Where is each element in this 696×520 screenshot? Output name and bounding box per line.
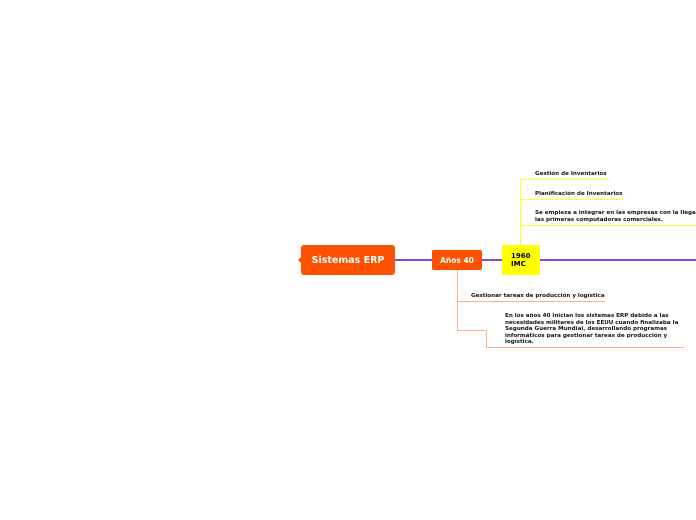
connector-root-anos40: [395, 259, 432, 261]
underline-gestion-inventarios: [520, 179, 610, 180]
branch-1960-vertical: [520, 179, 521, 245]
leaf-integrar-empresas[interactable]: Se empieza a integrar en las empresas co…: [535, 210, 696, 223]
connector-1960-next: [540, 259, 696, 261]
branch-anos40-vertical: [457, 270, 458, 331]
underline-integrar-empresas: [520, 225, 696, 226]
branch-anos40-step: [486, 330, 487, 348]
node-1960-label-line1: 1960: [511, 252, 531, 260]
leaf-anos40-description[interactable]: En los años 40 inician los sistemas ERP …: [505, 313, 679, 346]
root-notch-icon: [298, 257, 301, 263]
leaf-planificacion-inventarios[interactable]: Planificación de Inventarios: [535, 191, 623, 197]
underline-gestionar-tareas: [457, 301, 605, 302]
leaf-gestion-inventarios[interactable]: Gestión de Inventarios: [535, 171, 607, 177]
root-node-sistemas-erp[interactable]: Sistemas ERP: [301, 245, 395, 275]
node-anos-40-label: Años 40: [440, 255, 474, 265]
leaf-integrar-empresas-line1: Se empieza a integrar en las empresas co…: [535, 210, 696, 216]
node-anos-40[interactable]: Años 40: [432, 250, 482, 270]
root-node-label: Sistemas ERP: [311, 254, 385, 266]
leaf-gestionar-tareas[interactable]: Gestionar tareas de producción y logísti…: [471, 293, 605, 299]
branch-anos40-horizontal: [457, 330, 487, 331]
underline-anos40-description: [486, 347, 684, 348]
leaf-integrar-empresas-line2: las primeras computadoras comerciales.: [535, 216, 663, 223]
node-1960-imc[interactable]: 1960 IMC: [502, 245, 540, 275]
connector-anos40-1960: [482, 259, 502, 261]
node-1960-label-line2: IMC: [511, 260, 526, 268]
underline-planificacion-inventarios: [520, 199, 625, 200]
